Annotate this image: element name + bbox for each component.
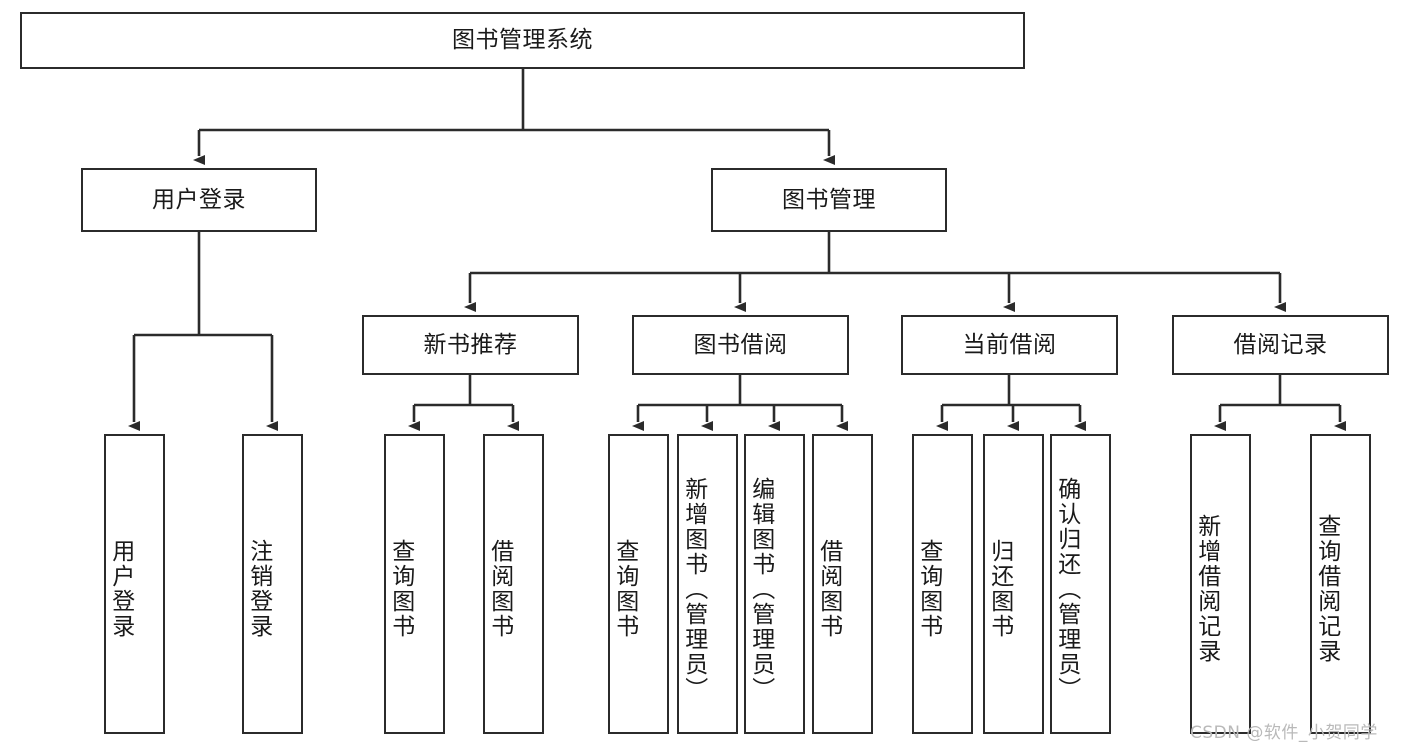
node-leaf-add-borrow-record-label: 新增借阅记录 <box>1193 514 1220 664</box>
node-leaf-query-book-3-label: 查询图书 <box>915 539 942 639</box>
node-book-borrow-label: 图书借阅 <box>693 331 788 358</box>
node-leaf-confirm-return[interactable]: 确认归还（管理员） <box>1050 434 1111 734</box>
node-borrow-record[interactable]: 借阅记录 <box>1172 315 1389 375</box>
node-leaf-add-book-label: 新增图书（管理员） <box>680 476 707 702</box>
node-leaf-user-logout[interactable]: 注销登录 <box>242 434 303 734</box>
node-leaf-confirm-return-label: 确认归还（管理员） <box>1053 476 1080 702</box>
node-leaf-query-book-1-label: 查询图书 <box>387 539 414 639</box>
node-root[interactable]: 图书管理系统 <box>20 12 1025 69</box>
node-user-login[interactable]: 用户登录 <box>81 168 317 232</box>
node-leaf-query-book-3[interactable]: 查询图书 <box>912 434 973 734</box>
node-leaf-user-login[interactable]: 用户登录 <box>104 434 165 734</box>
node-leaf-user-login-label: 用户登录 <box>107 539 134 639</box>
node-leaf-return-book[interactable]: 归还图书 <box>983 434 1044 734</box>
node-current-borrow-label: 当前借阅 <box>962 331 1057 358</box>
node-new-book-recommend-label: 新书推荐 <box>423 331 518 358</box>
node-leaf-query-book-2[interactable]: 查询图书 <box>608 434 669 734</box>
node-current-borrow[interactable]: 当前借阅 <box>901 315 1118 375</box>
node-new-book-recommend[interactable]: 新书推荐 <box>362 315 579 375</box>
node-leaf-query-book-2-label: 查询图书 <box>611 539 638 639</box>
node-leaf-borrow-book-1-label: 借阅图书 <box>486 539 513 639</box>
node-leaf-query-borrow-record[interactable]: 查询借阅记录 <box>1310 434 1371 734</box>
node-book-manage-label: 图书管理 <box>782 186 876 213</box>
node-leaf-user-logout-label: 注销登录 <box>245 539 272 639</box>
node-user-login-label: 用户登录 <box>152 186 246 213</box>
node-leaf-edit-book-label: 编辑图书（管理员） <box>747 476 774 702</box>
node-leaf-query-book-1[interactable]: 查询图书 <box>384 434 445 734</box>
node-leaf-query-borrow-record-label: 查询借阅记录 <box>1313 514 1340 664</box>
node-leaf-borrow-book-2-label: 借阅图书 <box>815 539 842 639</box>
node-leaf-add-book[interactable]: 新增图书（管理员） <box>677 434 738 734</box>
node-leaf-borrow-book-2[interactable]: 借阅图书 <box>812 434 873 734</box>
node-leaf-edit-book[interactable]: 编辑图书（管理员） <box>744 434 805 734</box>
node-leaf-add-borrow-record[interactable]: 新增借阅记录 <box>1190 434 1251 734</box>
node-book-manage[interactable]: 图书管理 <box>711 168 947 232</box>
node-borrow-record-label: 借阅记录 <box>1233 331 1328 358</box>
node-leaf-borrow-book-1[interactable]: 借阅图书 <box>483 434 544 734</box>
node-root-label: 图书管理系统 <box>452 27 593 54</box>
node-book-borrow[interactable]: 图书借阅 <box>632 315 849 375</box>
node-leaf-return-book-label: 归还图书 <box>986 539 1013 639</box>
